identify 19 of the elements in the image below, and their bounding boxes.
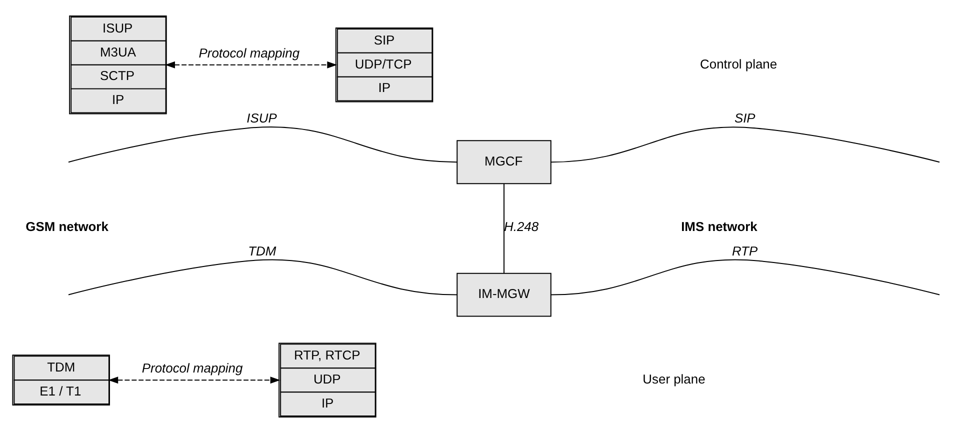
arrow [108, 376, 280, 384]
arrow [164, 61, 338, 68]
label: User plane [642, 371, 706, 386]
edge-label: TDM [248, 243, 276, 258]
label: GSM network [26, 218, 108, 234]
node-box: IM-MGW [456, 272, 552, 317]
edge-label: RTP [732, 243, 758, 258]
label: IMS network [681, 218, 758, 234]
connector [550, 259, 940, 296]
node-box: MGCF [456, 140, 552, 184]
edge-label: ISUP [246, 110, 277, 126]
connector [550, 126, 940, 163]
connector [68, 126, 458, 163]
edge-label: Protocol mapping [198, 45, 300, 60]
label: Control plane [700, 56, 778, 72]
edge-label: SIP [734, 110, 756, 126]
edge-label: H.248 [504, 218, 539, 234]
edge-label: Protocol mapping [142, 360, 243, 376]
connector [68, 259, 458, 296]
